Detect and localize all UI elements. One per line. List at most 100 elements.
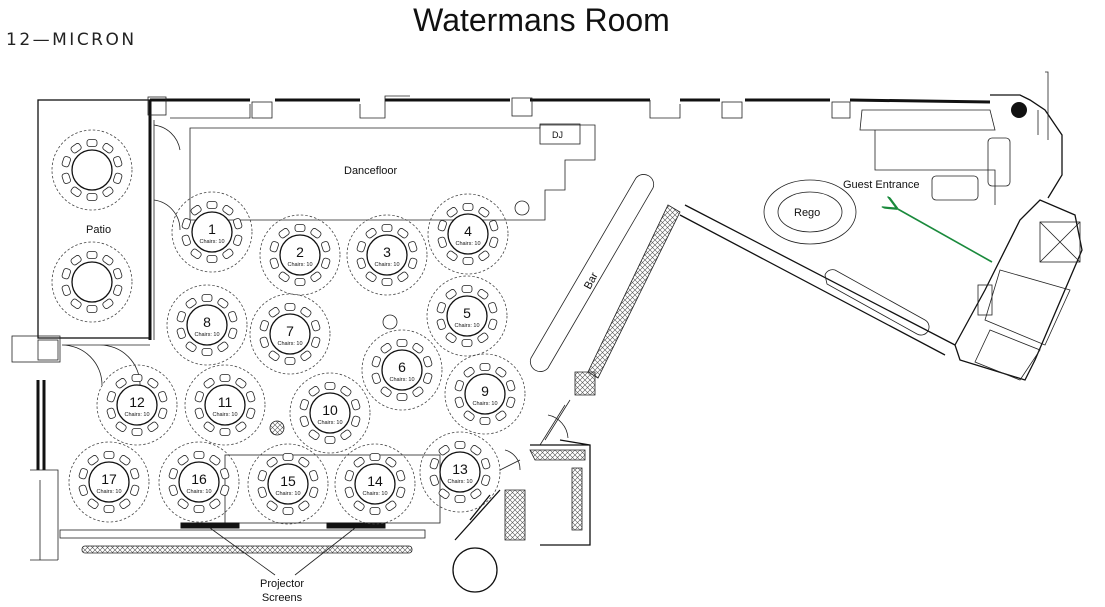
chair	[119, 498, 131, 509]
chair	[181, 234, 191, 246]
chair	[185, 341, 197, 352]
projector-pointer-left	[209, 527, 276, 576]
chair	[282, 453, 294, 461]
dancefloor-area	[189, 123, 596, 221]
table-top	[447, 213, 489, 255]
chair	[115, 421, 127, 432]
west-wall	[11, 124, 181, 561]
chair	[408, 257, 418, 269]
chair	[470, 445, 482, 456]
chair	[300, 307, 312, 318]
table-top	[269, 313, 311, 355]
chair	[113, 156, 123, 168]
table-number: 13	[452, 461, 468, 477]
chair	[446, 250, 458, 261]
chair	[246, 391, 256, 403]
chair	[365, 228, 377, 239]
chair	[233, 234, 243, 246]
chair	[438, 445, 450, 456]
table-clearance-ring	[426, 275, 508, 357]
table-clearance-ring	[96, 364, 178, 446]
table-chairs: Chairs: 10	[194, 332, 219, 338]
chair	[299, 415, 309, 427]
table-clearance-ring	[334, 443, 416, 525]
chair	[412, 343, 424, 354]
chair	[177, 455, 189, 466]
table-chairs: Chairs: 10	[472, 401, 497, 407]
chair	[479, 363, 491, 371]
table-top	[71, 149, 113, 191]
table-top	[354, 463, 396, 505]
chair	[61, 268, 71, 280]
chair	[436, 302, 446, 314]
table-chairs: Chairs: 10	[447, 479, 472, 485]
chair	[445, 289, 457, 300]
chair	[158, 391, 168, 403]
chair	[311, 320, 321, 332]
chair	[380, 343, 392, 354]
chair	[86, 251, 98, 259]
table-clearance-ring	[427, 193, 509, 275]
chair	[278, 228, 290, 239]
chair	[308, 429, 320, 440]
chair	[217, 298, 229, 309]
chair	[185, 298, 197, 309]
chair	[324, 436, 336, 444]
chair	[102, 143, 114, 154]
chair	[381, 278, 393, 286]
chair	[102, 255, 114, 266]
chair	[477, 289, 489, 300]
chair	[351, 415, 361, 427]
chair	[259, 320, 269, 332]
chair	[356, 241, 366, 253]
chair	[106, 391, 116, 403]
chair	[429, 458, 439, 470]
table-chairs: Chairs: 10	[455, 241, 480, 247]
dj-label: DJ	[552, 130, 563, 140]
table-number: 8	[203, 314, 211, 330]
chair	[102, 186, 114, 197]
chair	[369, 507, 381, 515]
rego-and-lounge	[763, 109, 1011, 336]
chair	[436, 318, 446, 330]
table-number: 12	[129, 394, 145, 410]
chair	[462, 203, 474, 211]
table-clearance-ring	[247, 443, 329, 525]
table-chairs: Chairs: 10	[287, 262, 312, 268]
chair	[481, 474, 491, 486]
table-top	[279, 234, 321, 276]
chair	[257, 470, 267, 482]
chair	[488, 318, 498, 330]
chair	[86, 139, 98, 147]
table-top	[381, 349, 423, 391]
brand-logo: 12—MICRON	[6, 30, 137, 50]
chair	[353, 457, 365, 468]
chair	[278, 271, 290, 282]
table-top	[88, 461, 130, 503]
patio-table	[51, 241, 133, 323]
chair	[206, 255, 218, 263]
table-chairs: Chairs: 10	[199, 239, 224, 245]
chair	[70, 255, 82, 266]
chair	[385, 500, 397, 511]
chair	[115, 378, 127, 389]
table-number: 15	[280, 473, 296, 489]
chair	[86, 305, 98, 313]
table-number: 17	[101, 471, 117, 487]
table-clearance-ring	[51, 129, 133, 211]
chair	[61, 284, 71, 296]
table-top	[267, 463, 309, 505]
table-clearance-ring	[346, 214, 428, 296]
chair	[103, 505, 115, 513]
table-clearance-ring	[184, 364, 266, 446]
table-chairs: Chairs: 10	[374, 262, 399, 268]
chair	[113, 268, 123, 280]
table-clearance-ring	[361, 329, 443, 411]
chair	[235, 378, 247, 389]
chair	[478, 207, 490, 218]
chair	[87, 498, 99, 509]
